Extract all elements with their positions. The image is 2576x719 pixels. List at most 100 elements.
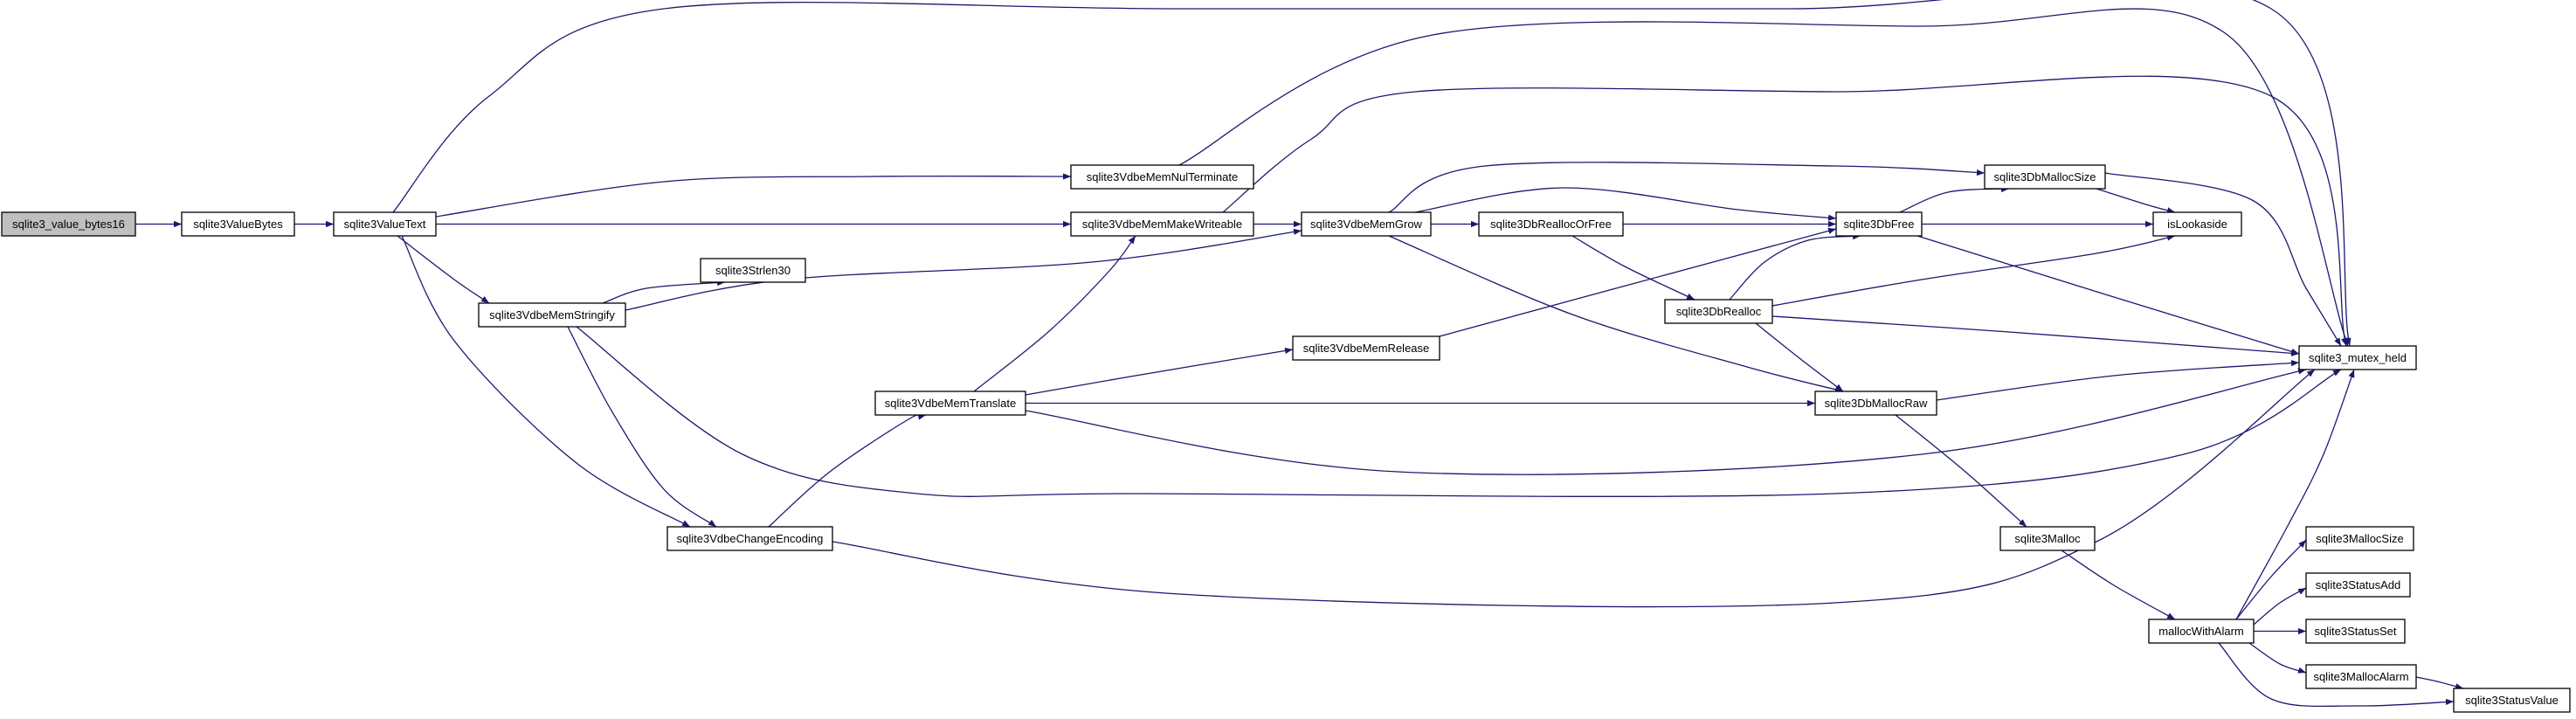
node-VdbeMemStringify[interactable]: sqlite3VdbeMemStringify xyxy=(478,302,626,328)
edge-ValueText-VdbeMemNulTerminate xyxy=(435,173,1072,218)
node-box-StatusAdd[interactable] xyxy=(2305,572,2411,598)
node-label-Malloc: sqlite3Malloc xyxy=(2014,532,2081,545)
node-label-DbRealloc: sqlite3DbRealloc xyxy=(1676,305,1762,318)
node-box-VdbeMemMakeWriteable[interactable] xyxy=(1070,211,1254,237)
node-VdbeMemRelease[interactable]: sqlite3VdbeMemRelease xyxy=(1292,335,1440,361)
node-label-VdbeMemRelease: sqlite3VdbeMemRelease xyxy=(1303,342,1430,355)
edge-ValueText-VdbeChangeEncoding xyxy=(401,235,691,528)
edge-DbRealloc-DbFree xyxy=(1729,233,1861,301)
node-VdbeMemGrow[interactable]: sqlite3VdbeMemGrow xyxy=(1301,211,1432,237)
node-DbReallocOrFree[interactable]: sqlite3DbReallocOrFree xyxy=(1478,211,1624,237)
node-box-StatusSet[interactable] xyxy=(2305,619,2406,644)
node-StatusSet[interactable]: sqlite3StatusSet xyxy=(2305,619,2406,644)
edge-VdbeMemStringify-VdbeMemGrow xyxy=(625,228,1302,311)
node-Malloc[interactable]: sqlite3Malloc xyxy=(1999,526,2096,551)
node-DbMallocRaw[interactable]: sqlite3DbMallocRaw xyxy=(1814,391,1937,416)
node-DbRealloc[interactable]: sqlite3DbRealloc xyxy=(1664,299,1773,324)
call-edges xyxy=(135,0,2464,708)
edge-Translate-MakeWriteable xyxy=(973,235,1136,392)
edge-DbMallocRaw-mutex_held xyxy=(1936,360,2300,401)
node-box-VdbeMemGrow[interactable] xyxy=(1301,211,1432,237)
node-label-VdbeMemTranslate: sqlite3VdbeMemTranslate xyxy=(885,397,1017,410)
node-box-ValueText[interactable] xyxy=(333,211,437,237)
edge-Translate-VdbeMemRelease xyxy=(1025,347,1294,396)
node-label-VdbeChangeEncoding: sqlite3VdbeChangeEncoding xyxy=(677,532,824,545)
node-box-MallocAlarm[interactable] xyxy=(2305,664,2417,689)
node-box-value_bytes16[interactable] xyxy=(1,211,136,237)
node-DbMallocSize[interactable]: sqlite3DbMallocSize xyxy=(1984,164,2106,190)
node-StatusAdd[interactable]: sqlite3StatusAdd xyxy=(2305,572,2411,598)
node-box-DbRealloc[interactable] xyxy=(1664,299,1773,324)
edge-VdbeMemStringify-VdbeChangeEncoding xyxy=(567,326,717,528)
node-label-MallocAlarm: sqlite3MallocAlarm xyxy=(2313,670,2408,683)
edge-DbRealloc-DbMallocRaw xyxy=(1755,322,1844,392)
node-VdbeMemMakeWriteable[interactable]: sqlite3VdbeMemMakeWriteable xyxy=(1070,211,1254,237)
node-box-VdbeMemRelease[interactable] xyxy=(1292,335,1440,361)
node-box-Malloc[interactable] xyxy=(1999,526,2096,551)
node-label-StatusValue: sqlite3StatusValue xyxy=(2465,694,2559,707)
node-box-StatusValue[interactable] xyxy=(2453,688,2571,713)
node-Strlen30[interactable]: sqlite3Strlen30 xyxy=(700,258,806,283)
node-mallocWithAlarm[interactable]: mallocWithAlarm xyxy=(2148,619,2255,644)
node-label-Strlen30: sqlite3Strlen30 xyxy=(715,264,791,277)
node-box-VdbeMemStringify[interactable] xyxy=(478,302,626,328)
node-box-DbMallocSize[interactable] xyxy=(1984,164,2106,190)
edge-MallocAlarm-StatusValue xyxy=(2415,676,2464,690)
node-DbFree[interactable]: sqlite3DbFree xyxy=(1835,211,1923,237)
edge-DbMallocRaw-Malloc xyxy=(1895,414,2027,528)
node-box-VdbeChangeEncoding[interactable] xyxy=(666,526,833,551)
node-box-mutex_held[interactable] xyxy=(2298,345,2417,370)
edge-mallocWithAlarm-MallocAlarm xyxy=(2248,642,2307,674)
node-box-VdbeMemNulTerminate[interactable] xyxy=(1070,164,1254,190)
edge-VdbeMemRelease-DbFree xyxy=(1439,227,1837,337)
edge-VdbeMemGrow-DbFree xyxy=(1414,187,1837,221)
node-VdbeMemNulTerminate[interactable]: sqlite3VdbeMemNulTerminate xyxy=(1070,164,1254,190)
node-MallocAlarm[interactable]: sqlite3MallocAlarm xyxy=(2305,664,2417,689)
node-box-ValueBytes[interactable] xyxy=(181,211,295,237)
edge-mallocWithAlarm-mutex_held xyxy=(2235,369,2355,620)
node-label-StatusAdd: sqlite3StatusAdd xyxy=(2316,578,2401,591)
edge-Translate-mutex_held xyxy=(1025,368,2307,475)
node-box-VdbeMemTranslate[interactable] xyxy=(874,391,1026,416)
node-MallocSize[interactable]: sqlite3MallocSize xyxy=(2305,526,2414,551)
node-VdbeChangeEncoding[interactable]: sqlite3VdbeChangeEncoding xyxy=(666,526,833,551)
node-label-VdbeMemMakeWriteable: sqlite3VdbeMemMakeWriteable xyxy=(1082,218,1242,231)
node-box-mallocWithAlarm[interactable] xyxy=(2148,619,2255,644)
node-box-DbReallocOrFree[interactable] xyxy=(1478,211,1624,237)
node-box-isLookaside[interactable] xyxy=(2152,211,2242,237)
node-label-value_bytes16: sqlite3_value_bytes16 xyxy=(12,218,125,231)
node-value_bytes16[interactable]: sqlite3_value_bytes16 xyxy=(1,211,136,237)
node-label-VdbeMemNulTerminate: sqlite3VdbeMemNulTerminate xyxy=(1087,170,1238,183)
node-isLookaside[interactable]: isLookaside xyxy=(2152,211,2242,237)
node-label-DbFree: sqlite3DbFree xyxy=(1844,218,1915,231)
node-ValueText[interactable]: sqlite3ValueText xyxy=(333,211,437,237)
edge-DbReallocOrFree-DbRealloc xyxy=(1571,235,1695,301)
node-label-ValueBytes: sqlite3ValueBytes xyxy=(193,218,283,231)
node-label-StatusSet: sqlite3StatusSet xyxy=(2315,625,2397,638)
edge-MakeWriteable-mutex_held xyxy=(1222,75,2347,347)
node-box-DbFree[interactable] xyxy=(1835,211,1923,237)
node-label-DbMallocSize: sqlite3DbMallocSize xyxy=(1993,170,2096,183)
node-StatusValue[interactable]: sqlite3StatusValue xyxy=(2453,688,2571,713)
edge-DbMallocSize-isLookaside xyxy=(2096,188,2176,214)
edge-ValueText-mutex_held xyxy=(392,0,2352,347)
node-label-VdbeMemGrow: sqlite3VdbeMemGrow xyxy=(1310,218,1422,231)
node-box-DbMallocRaw[interactable] xyxy=(1814,391,1937,416)
edge-VdbeMemGrow-DbMallocSize xyxy=(1388,162,1986,213)
node-VdbeMemTranslate[interactable]: sqlite3VdbeMemTranslate xyxy=(874,391,1026,416)
edge-NulTerminate-mutex_held xyxy=(1178,8,2349,347)
node-ValueBytes[interactable]: sqlite3ValueBytes xyxy=(181,211,295,237)
node-box-MallocSize[interactable] xyxy=(2305,526,2414,551)
edge-DbFree-mutex_held xyxy=(1916,235,2300,355)
node-label-mallocWithAlarm: mallocWithAlarm xyxy=(2158,625,2244,638)
node-mutex_held[interactable]: sqlite3_mutex_held xyxy=(2298,345,2417,370)
edge-DbMallocSize-mutex_held xyxy=(2104,172,2342,347)
node-label-ValueText: sqlite3ValueText xyxy=(344,218,426,231)
node-box-Strlen30[interactable] xyxy=(700,258,806,283)
edge-mallocWithAlarm-MallocSize xyxy=(2235,539,2307,620)
node-label-DbMallocRaw: sqlite3DbMallocRaw xyxy=(1825,397,1928,410)
edge-Malloc-mallocWithAlarm xyxy=(2061,550,2176,620)
edge-VdbeMemStringify-mutex_held xyxy=(576,326,2342,497)
edge-mallocWithAlarm-StatusAdd xyxy=(2253,587,2307,626)
